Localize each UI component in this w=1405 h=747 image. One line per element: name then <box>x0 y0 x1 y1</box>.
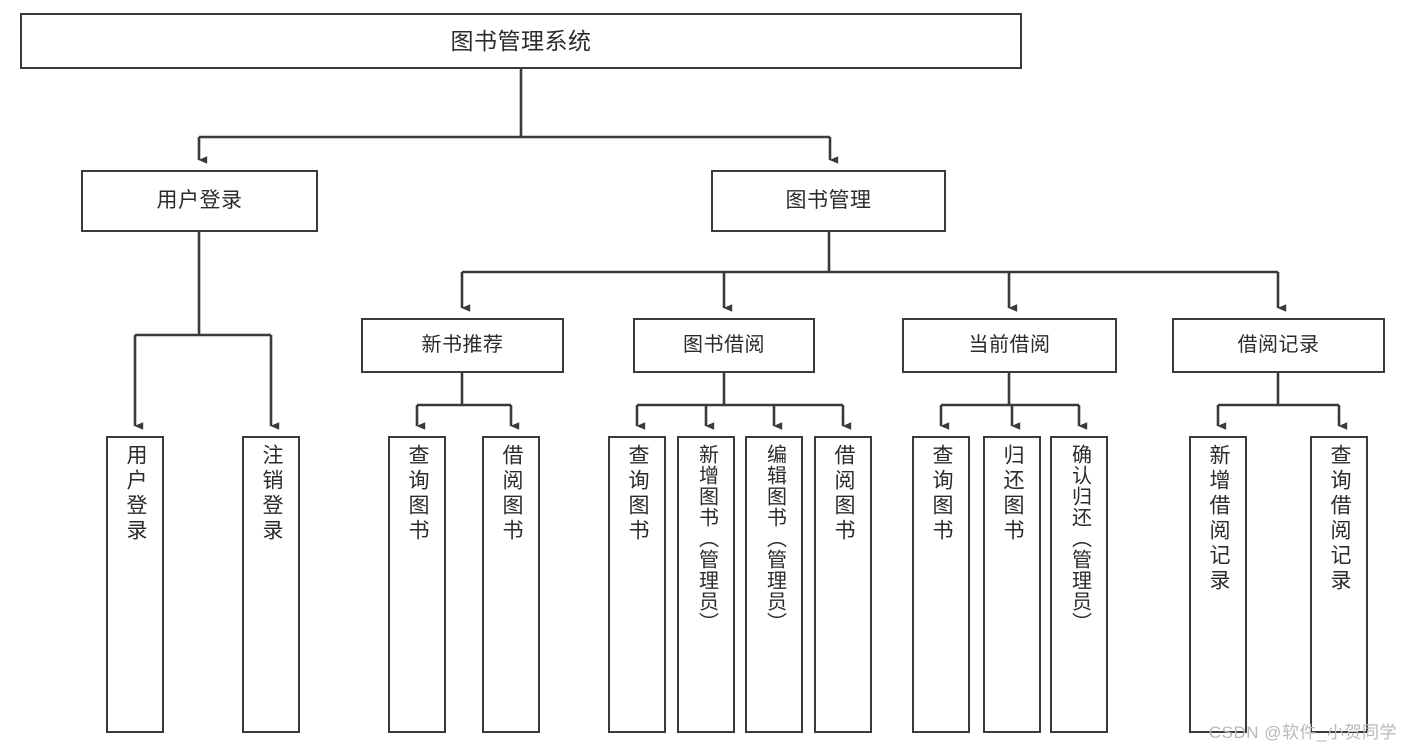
leaf-query-borrow-record[interactable]: 查询借阅记录 <box>1310 436 1368 733</box>
node-user-login[interactable]: 用户登录 <box>81 170 318 232</box>
node-current-borrow[interactable]: 当前借阅 <box>902 318 1117 373</box>
node-borrow-record[interactable]: 借阅记录 <box>1172 318 1385 373</box>
leaf-borrow-book-recommend-label: 借阅图书 <box>500 444 524 544</box>
leaf-borrow-book[interactable]: 借阅图书 <box>814 436 872 733</box>
leaf-query-book-current-label: 查询图书 <box>930 444 954 544</box>
leaf-confirm-return-admin-label: 确认归还（管理员） <box>1068 444 1091 633</box>
leaf-user-login-label: 用户登录 <box>124 444 148 544</box>
leaf-edit-book-admin[interactable]: 编辑图书（管理员） <box>745 436 803 733</box>
leaf-query-book-recommend[interactable]: 查询图书 <box>388 436 446 733</box>
node-root-label: 图书管理系统 <box>450 27 592 54</box>
leaf-add-borrow-record-label: 新增借阅记录 <box>1207 444 1231 594</box>
leaf-query-borrow-record-label: 查询借阅记录 <box>1328 444 1352 594</box>
leaf-return-book-label: 归还图书 <box>1001 444 1025 544</box>
leaf-logout[interactable]: 注销登录 <box>242 436 300 733</box>
node-new-book-recommend[interactable]: 新书推荐 <box>361 318 564 373</box>
node-book-management-label: 图书管理 <box>785 188 872 212</box>
node-book-borrow-label: 图书借阅 <box>683 334 765 356</box>
node-borrow-record-label: 借阅记录 <box>1237 334 1320 356</box>
leaf-add-book-admin[interactable]: 新增图书（管理员） <box>677 436 735 733</box>
leaf-add-borrow-record[interactable]: 新增借阅记录 <box>1189 436 1247 733</box>
leaf-confirm-return-admin[interactable]: 确认归还（管理员） <box>1050 436 1108 733</box>
leaf-edit-book-admin-label: 编辑图书（管理员） <box>763 444 786 633</box>
node-new-book-recommend-label: 新书推荐 <box>421 334 504 356</box>
leaf-query-book-borrow[interactable]: 查询图书 <box>608 436 666 733</box>
node-user-login-label: 用户登录 <box>156 188 243 212</box>
node-root[interactable]: 图书管理系统 <box>20 13 1022 69</box>
leaf-query-book-borrow-label: 查询图书 <box>626 444 650 544</box>
leaf-borrow-book-label: 借阅图书 <box>832 444 856 544</box>
leaf-query-book-current[interactable]: 查询图书 <box>912 436 970 733</box>
leaf-borrow-book-recommend[interactable]: 借阅图书 <box>482 436 540 733</box>
leaf-query-book-recommend-label: 查询图书 <box>406 444 430 544</box>
node-current-borrow-label: 当前借阅 <box>968 334 1051 356</box>
leaf-user-login[interactable]: 用户登录 <box>106 436 164 733</box>
leaf-add-book-admin-label: 新增图书（管理员） <box>695 444 718 633</box>
leaf-logout-label: 注销登录 <box>260 444 284 544</box>
watermark: CSDN @软件_小贺同学 <box>1208 723 1397 742</box>
node-book-management[interactable]: 图书管理 <box>711 170 946 232</box>
leaf-return-book[interactable]: 归还图书 <box>983 436 1041 733</box>
node-book-borrow[interactable]: 图书借阅 <box>633 318 815 373</box>
